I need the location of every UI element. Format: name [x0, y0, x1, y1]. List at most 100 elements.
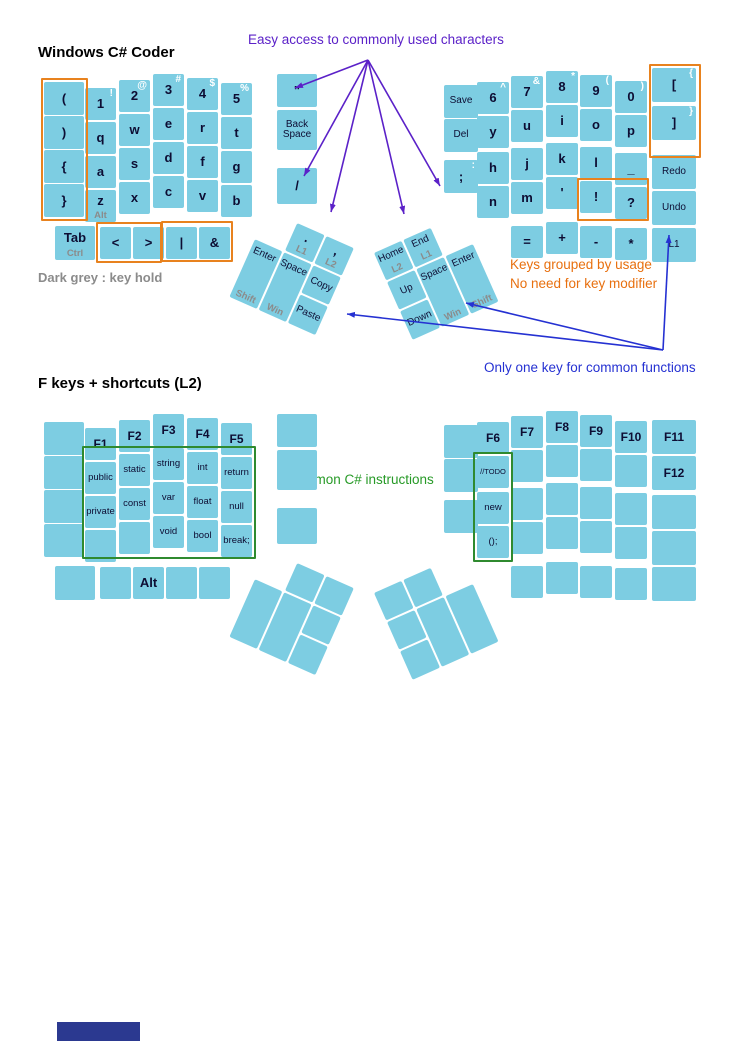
- key-v: v: [187, 180, 218, 212]
- key-b: b: [221, 185, 252, 217]
- key-slash: /: [277, 168, 317, 204]
- key-blank: [615, 527, 647, 559]
- green-highlight-box: [82, 446, 256, 559]
- key-todo-comment: //TODO: [477, 456, 509, 488]
- orange-highlight-box: [649, 64, 701, 158]
- key-f3: F3: [153, 414, 184, 446]
- key-blank: [199, 567, 230, 599]
- key-j: j: [511, 148, 543, 180]
- key-f12: F12: [652, 456, 696, 490]
- key-void: void: [153, 516, 184, 548]
- key-blank: [511, 450, 543, 482]
- key-q: q: [85, 122, 116, 154]
- key-k: k: [546, 143, 578, 175]
- key-blank: [44, 456, 84, 489]
- key-i: i: [546, 105, 578, 137]
- orange-highlight-box: [41, 78, 88, 221]
- key-blank: [100, 567, 131, 599]
- key-blank: [546, 445, 578, 477]
- shifted-symbol: {: [689, 68, 693, 79]
- green-highlight-box: [473, 452, 513, 562]
- key-blank: [652, 495, 696, 529]
- key-9: 9(: [580, 75, 612, 107]
- key-d: d: [153, 142, 184, 174]
- key-open-bracket: [{: [652, 68, 696, 102]
- key-f5: F5: [221, 423, 252, 455]
- key-blank: [580, 521, 612, 553]
- key-close-paren: ): [44, 116, 84, 149]
- key-t: t: [221, 117, 252, 149]
- key-var: var: [153, 482, 184, 514]
- key-undo: Undo: [652, 191, 696, 225]
- key-asterisk: *: [615, 228, 647, 260]
- key-blank: [511, 488, 543, 520]
- key-0: 0): [615, 81, 647, 113]
- key-semicolon: ;:: [444, 160, 478, 193]
- key-blank: [166, 567, 197, 599]
- key-f8: F8: [546, 411, 578, 443]
- key-blank: [546, 562, 578, 594]
- key-null: null: [221, 491, 252, 523]
- orange-annotation-line2: No need for key modifier: [510, 276, 658, 291]
- shifted-symbol: (: [605, 75, 609, 86]
- key-blank: [546, 517, 578, 549]
- key-blank: [511, 566, 543, 598]
- key-open-brace: {: [44, 150, 84, 183]
- key-blank: [444, 425, 478, 458]
- key-blank: [511, 522, 543, 554]
- key-minus: -: [580, 226, 612, 258]
- key-s: s: [119, 148, 150, 180]
- key-open-paren: (: [44, 82, 84, 115]
- orange-highlight-box: [161, 221, 233, 262]
- key-blank: [44, 490, 84, 523]
- key-blank: [615, 493, 647, 525]
- key-g: g: [221, 151, 252, 183]
- key-1: 1!: [85, 88, 116, 120]
- layer2-right-thumb: [374, 555, 499, 680]
- key-string: string: [153, 448, 184, 480]
- key-redo: Redo: [652, 155, 696, 189]
- shifted-symbol: }: [689, 106, 693, 117]
- key-ampersand: &: [199, 227, 230, 259]
- key-alt: Alt: [133, 567, 164, 599]
- key-blank: [652, 567, 696, 601]
- key-n: n: [477, 186, 509, 218]
- key-bool: bool: [187, 520, 218, 552]
- key-f6: F6: [477, 422, 509, 454]
- key-f11: F11: [652, 420, 696, 454]
- footer-bar: [57, 1022, 140, 1041]
- key-a: a: [85, 156, 116, 188]
- key-f9: F9: [580, 415, 612, 447]
- key-h: h: [477, 152, 509, 184]
- key-break: break;: [221, 525, 252, 557]
- key-f4: F4: [187, 418, 218, 450]
- hold-label: Ctrl: [66, 247, 84, 259]
- key-float: float: [187, 486, 218, 518]
- layer2-left-thumb: [229, 550, 354, 676]
- key-blank: [44, 524, 84, 557]
- key-exclamation: !: [580, 181, 612, 213]
- key-blank: [44, 422, 84, 455]
- shifted-symbol: :: [471, 160, 475, 171]
- shifted-symbol: !: [109, 88, 113, 99]
- hold-label: Win: [264, 300, 286, 319]
- purple-annotation-text: Easy access to commonly used characters: [248, 32, 504, 47]
- shifted-symbol: ^: [500, 82, 506, 93]
- shifted-symbol: &: [532, 76, 540, 87]
- key-public: public: [85, 462, 116, 494]
- key-8: 8*: [546, 71, 578, 103]
- key-blank: [277, 508, 317, 544]
- key-f: f: [187, 146, 218, 178]
- key-question: ?: [615, 187, 647, 219]
- hold-label: Shift: [234, 287, 258, 306]
- key-4: 4$: [187, 78, 218, 110]
- key-7: 7&: [511, 76, 543, 108]
- key-blank: [444, 500, 478, 533]
- key-blank: [580, 487, 612, 519]
- key-blank: [615, 568, 647, 600]
- key-equals: =: [511, 226, 543, 258]
- hold-label: Shift: [470, 291, 494, 311]
- key-blank: [55, 566, 95, 600]
